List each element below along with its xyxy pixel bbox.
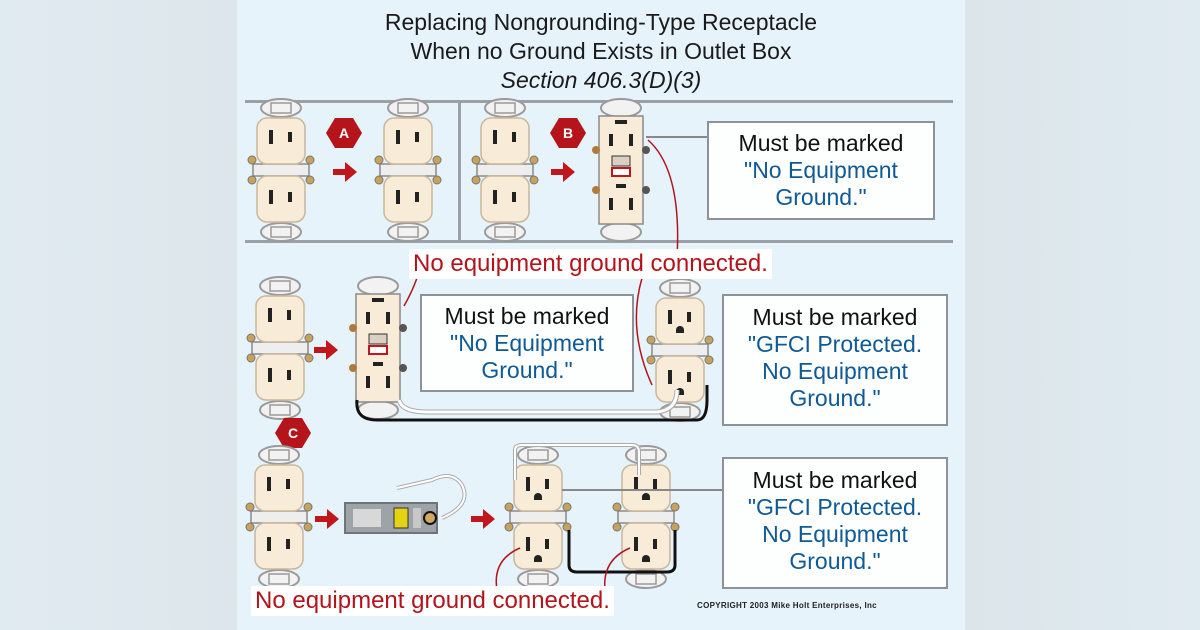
svg-text:C: C bbox=[288, 425, 298, 441]
diagram-card: Replacing Nongrounding-Type Receptacle W… bbox=[237, 0, 965, 630]
gfci-circuit-breaker bbox=[344, 474, 467, 534]
receptacle-3wire-gfci-protected-2 bbox=[613, 446, 679, 588]
divider-ab bbox=[458, 100, 461, 240]
svg-text:B: B bbox=[563, 125, 573, 141]
badge-c: C bbox=[275, 418, 311, 448]
callout-c-bottom: Must be marked "GFCI Protected. No Equip… bbox=[722, 457, 948, 589]
copyright-notice: COPYRIGHT 2003 Mike Holt Enterprises, In… bbox=[697, 601, 877, 610]
title-line-1: Replacing Nongrounding-Type Receptacle bbox=[384, 9, 818, 35]
note-no-ground-top: No equipment ground connected. bbox=[409, 249, 772, 279]
receptacle-2wire-old bbox=[247, 98, 315, 242]
arrow-icon bbox=[471, 509, 495, 529]
arrow-icon bbox=[551, 162, 575, 182]
title-line-2: When no Ground Exists in Outlet Box bbox=[410, 38, 792, 64]
callout-c-left: Must be marked "No Equipment Ground." bbox=[420, 294, 634, 392]
receptacle-2wire-new bbox=[374, 98, 442, 242]
wiring-diagram: A B C bbox=[245, 98, 727, 591]
background-left bbox=[0, 0, 237, 630]
receptacle-2wire-b bbox=[471, 98, 539, 242]
badge-a: A bbox=[326, 118, 362, 148]
background-right bbox=[965, 0, 1200, 630]
note-no-ground-bottom: No equipment ground connected. bbox=[251, 586, 614, 616]
receptacle-2wire-c1 bbox=[246, 276, 314, 420]
arrow-icon bbox=[333, 162, 357, 182]
receptacle-3wire-downstream bbox=[647, 279, 713, 421]
gfci-receptacle-b bbox=[591, 98, 651, 242]
callout-b: Must be marked "No Equipment Ground." bbox=[707, 121, 935, 220]
divider-middle bbox=[245, 240, 953, 243]
arrow-icon bbox=[315, 509, 339, 529]
callout-c-right: Must be marked "GFCI Protected. No Equip… bbox=[722, 294, 948, 426]
gfci-receptacle-c bbox=[348, 276, 408, 420]
arrow-icon bbox=[314, 340, 338, 360]
badge-b: B bbox=[550, 118, 586, 148]
receptacle-2wire-c2 bbox=[245, 445, 313, 589]
divider-top bbox=[245, 100, 953, 103]
svg-text:A: A bbox=[339, 125, 349, 141]
section-reference: Section 406.3(D)(3) bbox=[500, 67, 702, 93]
